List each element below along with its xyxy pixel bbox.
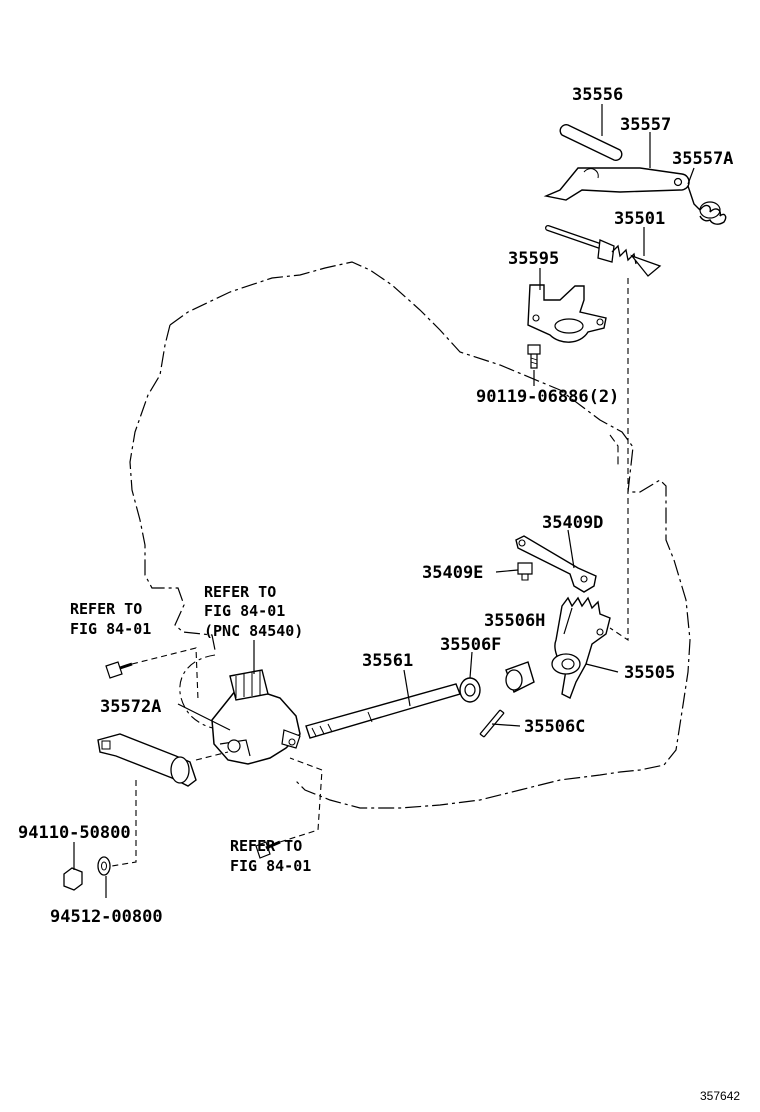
- label-94110-50800: 94110-50800: [18, 823, 131, 843]
- label-35556: 35556: [572, 85, 623, 105]
- ref-left-line2: FIG 84-01: [70, 620, 151, 638]
- transmission-case-inner-curve: [179, 654, 223, 731]
- transmission-case-outline: [169, 261, 691, 809]
- label-35595: 35595: [508, 249, 559, 269]
- spring-pin-35506C: [479, 709, 505, 738]
- nut-94110: [63, 867, 83, 891]
- bolt-bottom: [255, 840, 281, 859]
- label-35557: 35557: [620, 115, 671, 135]
- label-35505: 35505: [624, 663, 675, 683]
- label-35501: 35501: [614, 209, 665, 229]
- ref-center-line3: (PNC 84540): [204, 622, 303, 640]
- ref-center-line1: REFER TO: [204, 583, 276, 601]
- spring-35557A: [687, 185, 727, 225]
- label-35557A: 35557A: [672, 149, 733, 169]
- ref-center-line2: FIG 84-01: [204, 602, 285, 620]
- leader-lines: [73, 104, 695, 898]
- parking-rod-35501: [545, 225, 662, 277]
- bolt-90119: [527, 344, 541, 369]
- ref-bottom-line1: REFER TO: [230, 837, 302, 855]
- bolt-35409E: [517, 562, 533, 581]
- label-35506F: 35506F: [440, 635, 501, 655]
- illustration-number: 357642: [700, 1089, 740, 1103]
- label-94512-00800: 94512-00800: [50, 907, 163, 927]
- ref-left-line1: REFER TO: [70, 600, 142, 618]
- label-35572A: 35572A: [100, 697, 161, 717]
- collar-35506F: [505, 661, 535, 693]
- case-upper-step: [609, 434, 619, 465]
- label-35409E: 35409E: [422, 563, 483, 583]
- manual-shaft-35561: [305, 683, 461, 739]
- label-35506H: 35506H: [484, 611, 545, 631]
- bolt-left: [105, 661, 133, 679]
- detent-lever-35557: [543, 167, 690, 201]
- pin-35556: [559, 124, 623, 161]
- label-35561: 35561: [362, 651, 413, 671]
- label-35409D: 35409D: [542, 513, 603, 533]
- transmission-case-outline-left: [129, 324, 216, 651]
- control-lever-35572A: [97, 733, 197, 787]
- neutral-start-switch: [211, 669, 301, 765]
- plate-35409D: [515, 535, 597, 593]
- bracket-35595: [527, 284, 607, 343]
- washer-94512: [97, 856, 111, 876]
- label-90119-06886: 90119-06886(2): [476, 387, 619, 407]
- oil-seal: [459, 677, 481, 703]
- label-35506C: 35506C: [524, 717, 585, 737]
- assembly-dashed-lines: [111, 278, 629, 867]
- ref-bottom-line2: FIG 84-01: [230, 857, 311, 875]
- manual-valve-lever-35505: [551, 596, 611, 699]
